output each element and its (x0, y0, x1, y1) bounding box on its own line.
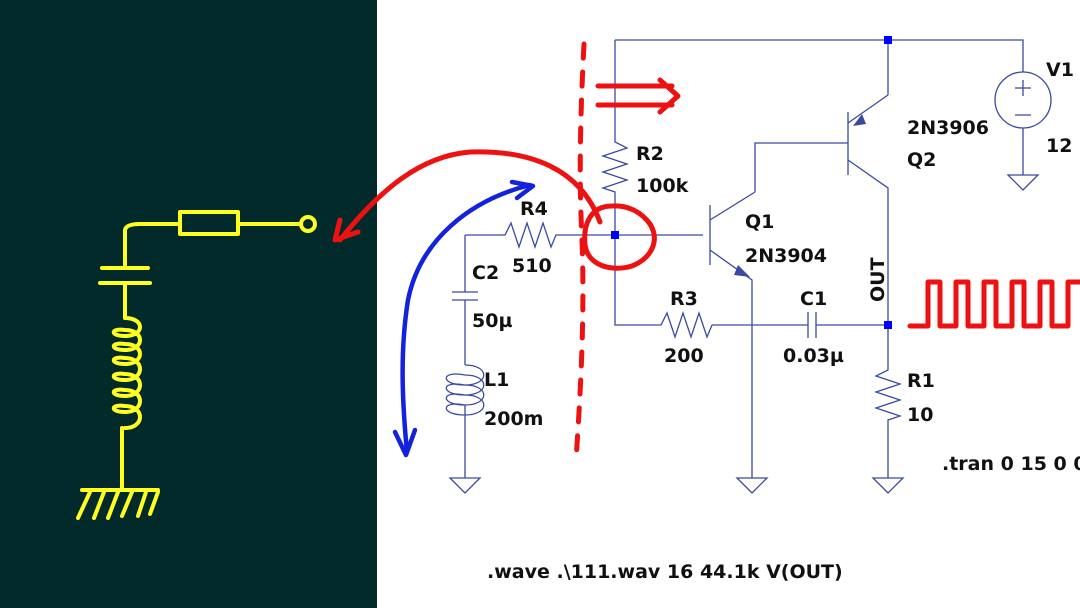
dark-sketch-panel (0, 0, 377, 608)
r3-name-label: R3 (670, 288, 698, 310)
red-dashed-boundary (573, 41, 587, 463)
sketch-capacitor (98, 266, 152, 285)
l1-symbol (445, 364, 485, 425)
red-double-arrow (595, 77, 681, 115)
r2-value-label: 100k (636, 175, 689, 197)
sketch-wire-top (123, 222, 182, 267)
out-net-label: OUT (867, 257, 889, 302)
r4-value-label: 510 (512, 255, 552, 277)
blue-annotations (392, 179, 536, 458)
v1-name-label: V1 (1046, 59, 1074, 81)
blue-curved-arrow (400, 182, 533, 455)
r1-value-label: 10 (907, 404, 933, 426)
ground-symbols (448, 174, 1040, 494)
red-arrow-head (332, 217, 361, 243)
l1-name-label: L1 (484, 369, 509, 391)
c1-name-label: C1 (800, 288, 827, 310)
q2-model-label: 2N3906 (907, 117, 989, 139)
red-node-circle (582, 203, 657, 271)
r3-symbol (656, 310, 713, 340)
r1-name-label: R1 (907, 370, 935, 392)
q2-emitter-arrow (853, 114, 866, 126)
sketch-inductor (111, 316, 142, 430)
v1-symbol (994, 71, 1052, 129)
v1-value-label: 12 (1046, 135, 1072, 157)
junction-nodes (611, 36, 892, 329)
c2-name-label: C2 (472, 262, 499, 284)
sketch-ground (76, 488, 160, 520)
q1-model-label: 2N3904 (745, 245, 827, 267)
blue-arrow-head-top (509, 179, 536, 201)
red-annotations (332, 41, 1080, 463)
wave-directive[interactable]: .wave .\111.wav 16 44.1k V(OUT) (487, 561, 843, 583)
red-curved-arrow (337, 149, 603, 243)
blue-arrow-head-bottom (392, 427, 418, 458)
l1-value-label: 200m (484, 408, 543, 430)
r4-symbol (500, 220, 580, 250)
r2-symbol (600, 137, 630, 197)
tran-directive[interactable]: .tran 0 15 0 0 (942, 453, 1080, 475)
q1-name-label: Q1 (745, 211, 774, 233)
c2-value-label: 50µ (472, 310, 512, 332)
r1-symbol (873, 365, 903, 425)
sketch-terminal (299, 215, 317, 233)
r3-value-label: 200 (664, 345, 704, 367)
sketch-resistor (178, 210, 240, 236)
q1-emitter-arrow (734, 265, 750, 277)
yellow-circuit-sketch (76, 210, 317, 520)
r2-name-label: R2 (636, 143, 664, 165)
c1-symbol (807, 312, 817, 338)
c2-symbol (452, 291, 478, 301)
red-square-wave (907, 279, 1080, 329)
c1-value-label: 0.03µ (783, 345, 844, 367)
circuit-wires (464, 39, 1024, 478)
r4-name-label: R4 (520, 198, 548, 220)
schematic-canvas[interactable] (377, 0, 1080, 608)
q2-name-label: Q2 (907, 149, 936, 171)
